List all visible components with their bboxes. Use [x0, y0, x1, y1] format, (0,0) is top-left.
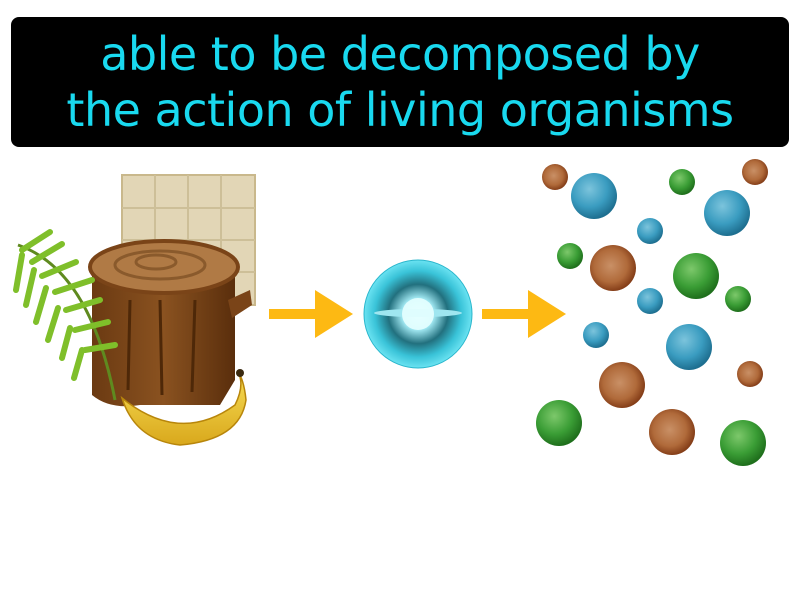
arrow-right-icon	[482, 290, 566, 338]
particle-blue	[637, 218, 663, 244]
particle-brown	[737, 361, 763, 387]
definition-line-2: the action of living organisms	[66, 83, 734, 137]
particle-blue	[583, 322, 609, 348]
particle-blue	[637, 288, 663, 314]
particle-green	[725, 286, 751, 312]
particle-green	[673, 253, 719, 299]
microorganism-icon	[363, 259, 473, 369]
particle-brown	[649, 409, 695, 455]
arrow-right-icon	[269, 290, 353, 338]
banana-icon	[120, 369, 247, 446]
particle-brown	[542, 164, 568, 190]
particle-blue	[666, 324, 712, 370]
particle-brown	[599, 362, 645, 408]
palm-leaf-icon	[13, 229, 118, 401]
particle-green	[669, 169, 695, 195]
decomposed-particles	[536, 159, 768, 466]
definition-line-1: able to be decomposed by	[100, 27, 700, 81]
organic-materials	[13, 174, 256, 446]
particle-brown	[742, 159, 768, 185]
particle-green	[536, 400, 582, 446]
definition-banner: able to be decomposed by the action of l…	[11, 17, 789, 147]
particle-green	[557, 243, 583, 269]
particle-blue	[704, 190, 750, 236]
particle-blue	[571, 173, 617, 219]
tree-stump-icon	[88, 239, 252, 407]
particle-brown	[590, 245, 636, 291]
particle-green	[720, 420, 766, 466]
